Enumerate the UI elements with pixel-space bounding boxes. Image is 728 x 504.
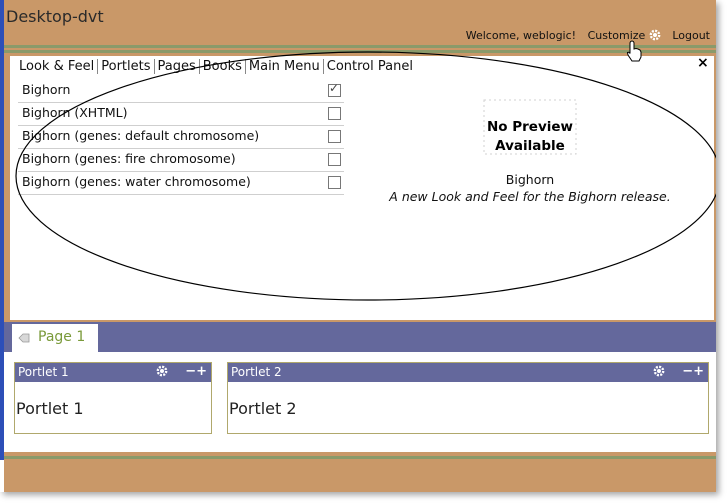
- minimize-maximize-controls[interactable]: −+: [185, 364, 207, 379]
- footer-rule: [4, 456, 716, 459]
- customize-panel: [10, 56, 714, 320]
- minimize-maximize-controls[interactable]: −+: [682, 364, 704, 379]
- tab-look-and-feel[interactable]: Look & Feel: [16, 59, 99, 74]
- logout-link[interactable]: Logout: [672, 29, 710, 42]
- portlet-content: Portlet 1: [16, 399, 84, 418]
- skin-label: Bighorn (genes: default chromosome): [22, 128, 260, 143]
- preview-frame: [483, 99, 577, 155]
- skin-list: Bighorn Bighorn (XHTML) Bighorn (genes: …: [18, 80, 344, 195]
- skin-row[interactable]: Bighorn: [18, 80, 344, 103]
- left-edge: [0, 0, 4, 460]
- portlet-titlebar: Portlet 2 −+: [228, 363, 708, 382]
- skin-checkbox[interactable]: [328, 153, 341, 166]
- preview-line-2: Available: [495, 138, 565, 154]
- browser-frame: Desktop-dvt Welcome, weblogic! Customize…: [0, 0, 716, 492]
- skin-label: Bighorn (genes: water chromosome): [22, 174, 251, 189]
- skin-row[interactable]: Bighorn (genes: water chromosome): [18, 172, 344, 195]
- skin-label: Bighorn (XHTML): [22, 105, 128, 120]
- selected-skin-name: Bighorn: [505, 172, 555, 187]
- welcome-text: Welcome, weblogic!: [465, 29, 577, 42]
- tab-books[interactable]: Books: [199, 59, 246, 74]
- customize-link[interactable]: Customize: [587, 29, 646, 42]
- hand-cursor-icon: [626, 40, 642, 62]
- skin-checkbox[interactable]: [328, 176, 341, 189]
- footer: [4, 452, 716, 492]
- portlet-title: Portlet 2: [231, 365, 282, 379]
- skin-row[interactable]: Bighorn (genes: fire chromosome): [18, 149, 344, 172]
- desktop-title: Desktop-dvt: [6, 7, 104, 26]
- header-links: Welcome, weblogic! Customize Logout: [458, 29, 710, 42]
- page-tab-bar: [4, 322, 716, 352]
- portlet-1: Portlet 1 −+ Portlet 1: [14, 362, 212, 434]
- preview-line-1: No Preview: [486, 119, 574, 135]
- header-rule-top: [4, 45, 716, 48]
- portlet-title: Portlet 1: [18, 365, 69, 379]
- skin-checkbox[interactable]: [328, 107, 341, 120]
- gear-icon[interactable]: [156, 365, 168, 377]
- page-tab-label: Page 1: [38, 329, 86, 345]
- skin-row[interactable]: Bighorn (XHTML): [18, 103, 344, 126]
- skin-caption: Bighorn A new Look and Feel for the Bigh…: [350, 172, 710, 204]
- close-panel-icon[interactable]: ×: [697, 55, 709, 71]
- skin-label: Bighorn (genes: fire chromosome): [22, 151, 236, 166]
- page-icon: [18, 333, 30, 343]
- gear-icon[interactable]: [653, 365, 665, 377]
- skin-checkbox[interactable]: [328, 130, 341, 143]
- skin-row[interactable]: Bighorn (genes: default chromosome): [18, 126, 344, 149]
- portlet-content: Portlet 2: [229, 399, 297, 418]
- skin-preview-image: No Preview Available: [482, 98, 578, 156]
- tab-main-menu[interactable]: Main Menu: [245, 59, 324, 74]
- skin-checkbox[interactable]: [328, 81, 341, 97]
- selected-skin-description: A new Look and Feel for the Bighorn rele…: [389, 189, 671, 204]
- portlet-titlebar: Portlet 1 −+: [15, 363, 211, 382]
- portlet-2: Portlet 2 −+ Portlet 2: [227, 362, 709, 434]
- tab-portlets[interactable]: Portlets: [98, 59, 155, 74]
- gear-icon[interactable]: [649, 29, 661, 41]
- skin-label: Bighorn: [22, 82, 71, 97]
- annotation-ellipse: [15, 51, 716, 301]
- tab-control-panel[interactable]: Control Panel: [326, 59, 413, 74]
- tab-page-1[interactable]: Page 1: [12, 324, 98, 352]
